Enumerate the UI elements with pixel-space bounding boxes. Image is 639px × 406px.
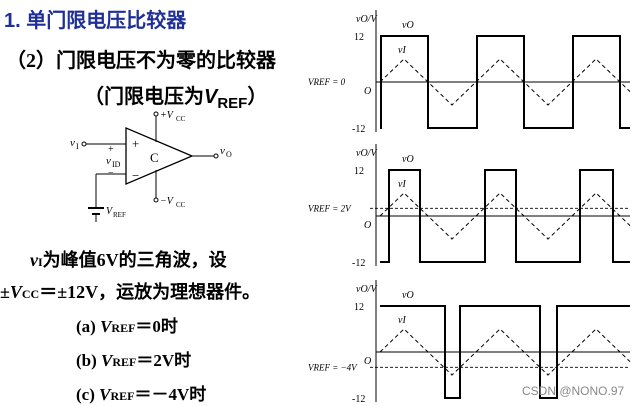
plot-0-vo-label: vO (402, 20, 414, 31)
description-line-1: vI为峰值6V的三角波，设 (30, 246, 227, 272)
watermark: CSDN @NONO.97 (522, 384, 625, 398)
plot-2-ylabel: vO/V (356, 284, 378, 295)
case-a-var: V (100, 317, 112, 336)
plot-0-vref-label: VREF = 0 (308, 77, 346, 87)
desc-vcc-sub: CC (21, 287, 40, 301)
case-c-sub: REF (110, 389, 135, 403)
case-c-value: ＝－4V时 (134, 385, 207, 404)
plot-0-top-tick: 12 (354, 32, 364, 43)
case-c: (c) VREF＝－4V时 (76, 380, 206, 405)
plot-2-vi-wave (379, 328, 631, 376)
plot-1-bottom-tick: -12 (352, 258, 365, 269)
desc-vi-sub: I (38, 255, 43, 269)
case-b-var: V (101, 351, 113, 370)
vo-label: v (220, 145, 225, 157)
vcc-pos-label: +V (160, 110, 175, 121)
plot-1-origin: O (364, 220, 371, 231)
plot-0-vi-label: vI (398, 45, 406, 56)
opamp-triangle (125, 127, 194, 185)
comparator-label: C (150, 150, 159, 165)
vid-label: v (106, 155, 111, 167)
plot-0-bottom-tick: -12 (352, 124, 365, 135)
vi-label-sub: I (76, 142, 79, 151)
threshold-note-sub: REF (217, 95, 248, 112)
vi-label: v (70, 137, 75, 149)
desc-line1-text: 为峰值6V的三角波，设 (42, 250, 227, 270)
plot-0-vi-wave (379, 58, 631, 106)
vcc-neg-sub: CC (176, 201, 186, 209)
vref-label: V (106, 206, 114, 217)
input-terminal (81, 141, 87, 147)
case-c-var: V (99, 385, 111, 404)
vcc-neg-label: −V (160, 196, 175, 207)
plot-2-top-tick: 12 (354, 302, 364, 313)
comparator-circuit: + − C v I v ID + − v O +V CC −V CC V REF (70, 110, 232, 222)
output-terminal (213, 153, 219, 159)
case-b-value: ＝2V时 (136, 351, 192, 370)
vcc-pos-sub: CC (176, 115, 186, 123)
vid-minus: − (108, 168, 114, 179)
plot-2-origin: O (364, 356, 371, 367)
threshold-note-prefix: （门限电压为 (84, 86, 204, 108)
plot-2-vo-label: vO (402, 290, 414, 301)
plot-2-vi-label: vI (398, 315, 406, 326)
case-a-label: (a) (76, 317, 101, 336)
subsection-heading: （2）门限电压不为零的比较器 (6, 50, 276, 72)
section-heading: 1. 单门限电压比较器 (4, 10, 187, 32)
vo-label-sub: O (226, 150, 232, 159)
plot-2-vref-label: VREF = −4V (308, 362, 358, 372)
threshold-note: （门限电压为VREF） (84, 80, 268, 112)
waveform-plots: 12 -12 vO/V O VREF = 0 vO vI 12 -12 vO/V O VREF = 2… (308, 10, 631, 405)
case-a-value: ＝0时 (135, 317, 178, 336)
plot-2-vo-wave (380, 305, 630, 399)
case-a: (a) VREF＝0时 (76, 312, 178, 337)
vid-label-sub: ID (112, 160, 121, 169)
desc-vcc: ±V (0, 282, 22, 302)
plot-1-vi-wave (379, 192, 631, 240)
minus-sign: − (132, 168, 139, 183)
vid-plus: + (108, 144, 114, 155)
plot-0-vo-wave (380, 35, 630, 129)
case-c-label: (c) (76, 385, 100, 404)
plot-1-top-tick: 12 (354, 166, 364, 177)
plot-1-vo-wave (380, 169, 630, 263)
case-a-sub: REF (111, 321, 136, 335)
vcc-pos-terminal (153, 111, 159, 117)
threshold-note-var: V (204, 86, 218, 108)
plot-0-ylabel: vO/V (356, 14, 378, 25)
plot-1-vo-label: vO (402, 154, 414, 165)
plot-1-vi-label: vI (398, 179, 406, 190)
plot-1-ylabel: vO/V (356, 148, 378, 159)
case-b-label: (b) (76, 351, 102, 370)
case-b-sub: REF (112, 355, 137, 369)
plot-0-origin: O (364, 86, 371, 97)
threshold-note-suffix: ） (247, 86, 268, 108)
vcc-neg-terminal (153, 197, 159, 203)
desc-vi: v (30, 250, 38, 270)
plot-1-vref-label: VREF = 2V (308, 203, 352, 213)
desc-line2-text: ＝±12V，运放为理想器件。 (39, 282, 261, 302)
case-b: (b) VREF＝2V时 (76, 346, 191, 371)
description-line-2: ±VCC＝±12V，运放为理想器件。 (0, 278, 260, 304)
plot-2-bottom-tick: -12 (352, 394, 365, 405)
plus-sign: + (132, 136, 139, 151)
vref-label-sub: REF (113, 211, 126, 219)
